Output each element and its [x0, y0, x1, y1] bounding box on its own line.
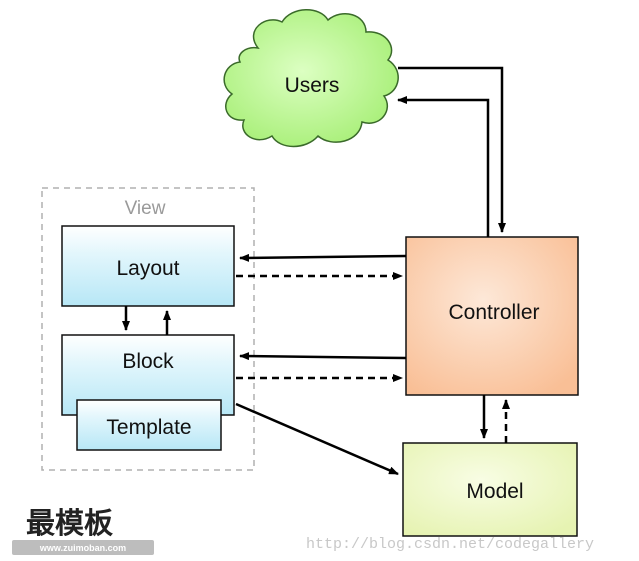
layout-label: Layout	[116, 257, 179, 280]
layout-box: Layout	[61, 225, 235, 307]
arrow-block-to-model	[235, 402, 399, 476]
arrow-users-to-controller	[398, 66, 506, 233]
arrow-controller-to-layout	[239, 253, 407, 262]
watermark-blog-url: http://blog.csdn.net/codegallery	[306, 536, 594, 553]
watermark-brand-site-bg	[12, 540, 154, 555]
cloud-icon	[223, 9, 399, 148]
arrow-controller-to-users	[397, 96, 490, 237]
view-container: View	[41, 187, 255, 471]
view-label: View	[125, 198, 166, 219]
watermark-brand: 最模板 www.zuimoban.com	[12, 506, 154, 555]
watermark-brand-site: www.zuimoban.com	[39, 543, 126, 553]
block-label: Block	[122, 350, 174, 373]
controller-label: Controller	[448, 301, 539, 324]
arrow-controller-to-block	[239, 352, 407, 361]
template-box: Template	[76, 399, 222, 451]
users-cloud: Users	[223, 9, 399, 148]
arrows	[122, 66, 510, 476]
model-box: Model	[402, 442, 578, 537]
model-label: Model	[466, 480, 523, 503]
users-label: Users	[285, 74, 340, 97]
template-label: Template	[106, 416, 191, 439]
watermark-brand-cn: 最模板	[26, 506, 114, 540]
controller-box: Controller	[405, 236, 579, 396]
